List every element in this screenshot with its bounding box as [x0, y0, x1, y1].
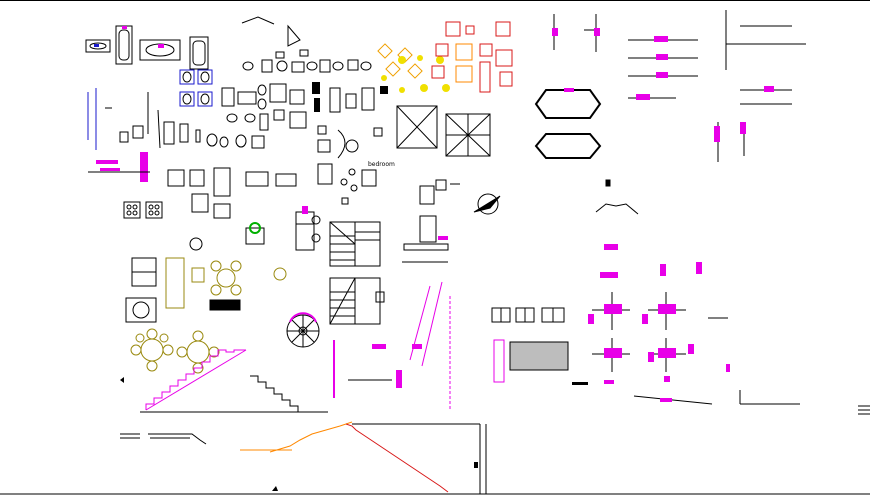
dining-table-square-olive: [165, 257, 287, 309]
magenta-section-lines: [333, 281, 451, 410]
hex-accent: [564, 88, 574, 92]
window-elevations: [491, 307, 565, 323]
staircase-plan-lower: [329, 277, 385, 325]
fixture-label: bedroom: [368, 161, 395, 168]
roof-plan-radial: [445, 113, 491, 157]
elevation-accent-magenta: [96, 152, 148, 182]
sink-toilet-cluster: [179, 69, 307, 149]
hexagon-tables: [534, 89, 602, 159]
roof-gable: [241, 16, 301, 47]
gazebo-plan: [595, 179, 639, 215]
small-markers: [120, 377, 478, 491]
spiral-stair: [286, 312, 320, 348]
reception-accent: [438, 236, 448, 240]
scale-bar: [572, 382, 588, 385]
kitchen-appliances: [123, 167, 297, 219]
roof-plan-square: [396, 105, 438, 149]
column-plans-grid: [588, 244, 800, 405]
edge-ticks: [858, 405, 870, 415]
column-accent-magenta: [552, 28, 774, 142]
fixture-row-top: [242, 49, 372, 73]
furniture-black: [125, 222, 265, 323]
dining-table-round-olive: [130, 328, 220, 374]
elevation-cabinets: [295, 211, 321, 251]
table-chair-cluster-yellow: [377, 43, 450, 93]
bathtub-blocks: [85, 25, 209, 70]
north-arrow-icon: [473, 193, 501, 215]
small-section-left: [120, 433, 207, 445]
hatch-swatch: [493, 339, 569, 383]
bath-accent: [94, 26, 164, 48]
table-chair-cluster-red: [431, 21, 513, 93]
reception-desk: [402, 179, 460, 263]
dark-fixture-column: [312, 82, 388, 113]
wall-elevations-left: [87, 88, 201, 150]
misc-fixtures-center: [317, 125, 383, 205]
staircase-plan-upper: [329, 221, 381, 267]
cabinet-accent: [302, 206, 308, 214]
stair-elevation-left: [140, 349, 328, 413]
long-stair-bottom: [240, 421, 487, 494]
